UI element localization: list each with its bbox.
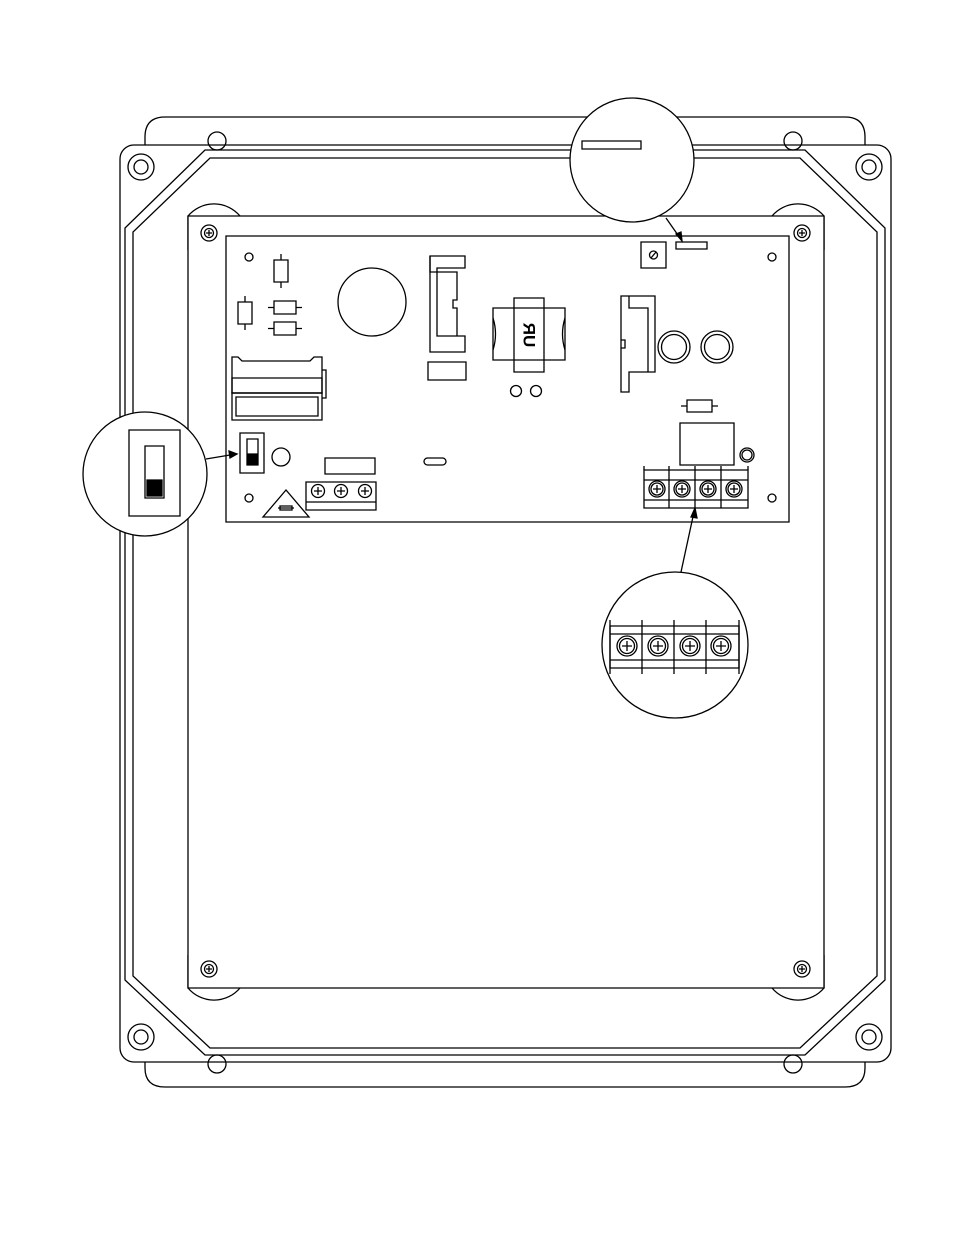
terminal-screw-icon (700, 481, 716, 497)
terminal-screw-icon (680, 636, 700, 656)
terminal-screw-icon (617, 636, 637, 656)
terminal-screw-icon (674, 481, 690, 497)
transformer-mark: ЯU (520, 323, 539, 348)
terminal-screw-icon (726, 481, 742, 497)
terminal-screw-icon (711, 636, 731, 656)
terminal-screw-icon (648, 636, 668, 656)
terminal-screw-icon (649, 481, 665, 497)
circuit-board: ЯU (226, 236, 789, 522)
